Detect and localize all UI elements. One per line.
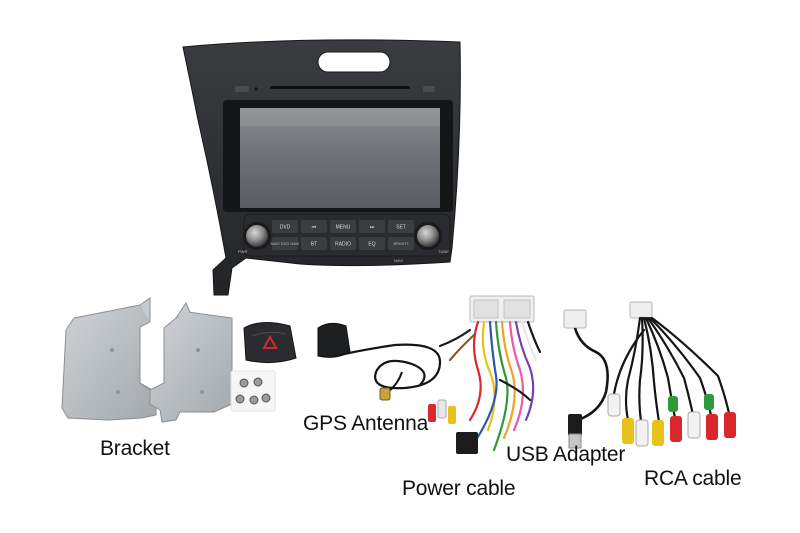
- screw: [239, 378, 249, 388]
- screw: [249, 395, 259, 405]
- panel-button: [272, 237, 298, 250]
- button-label-next: ⏭: [370, 225, 375, 231]
- rca-connector: [629, 301, 653, 319]
- rca-plug-red: [670, 416, 682, 442]
- power-rca-plugs: [428, 399, 456, 424]
- button-label-menu: MENU: [336, 225, 351, 231]
- caption-gps-antenna: GPS Antenna: [303, 412, 429, 435]
- bracket-left: [61, 297, 157, 421]
- rca-plug-green: [668, 396, 678, 412]
- rca-plug-red: [724, 412, 736, 438]
- bracket-hole: [196, 348, 200, 352]
- panel-button: [388, 220, 414, 233]
- rca-plug-white: [687, 411, 701, 439]
- caption-rca-cable: RCA cable: [644, 467, 742, 490]
- button-label-set: SET: [396, 225, 406, 231]
- rca-plug-green: [704, 394, 714, 410]
- rca-plug-white: [635, 419, 649, 447]
- screw: [261, 393, 271, 403]
- top-left-hole: [254, 87, 258, 91]
- usb-plug-body: [568, 414, 582, 436]
- panel-button: [359, 237, 385, 250]
- gps-antenna: [317, 322, 442, 401]
- label-pwr: PWR: [238, 249, 247, 254]
- hazard-button: [243, 322, 297, 364]
- usb-plug-metal: [568, 433, 582, 449]
- bracket-hole: [200, 390, 204, 394]
- top-left-button: [235, 86, 249, 92]
- rca-plug-yellow: [622, 418, 634, 444]
- label-tune: TUNE: [438, 249, 449, 254]
- button-label-radio: RADIO: [335, 242, 351, 248]
- button-label-navi-dvd: NAVI DVD NAVI: [271, 241, 300, 246]
- panel-button: [301, 220, 327, 233]
- button-grid: DVD ⏮ MENU ⏭ SET NAVI DVD NAVI BT RADIO …: [271, 220, 414, 250]
- screws: [230, 370, 276, 412]
- rca-plug-red: [706, 414, 718, 440]
- caption-bracket: Bracket: [100, 437, 170, 460]
- gps-connector: [379, 387, 391, 401]
- top-right-button: [423, 86, 435, 92]
- screw: [235, 394, 245, 404]
- power-harness-plug: [456, 432, 478, 454]
- button-label-prev: ⏮: [312, 225, 317, 231]
- button-label-bright: BRIGHT: [393, 241, 409, 246]
- bracket-right: [149, 301, 233, 423]
- button-label-bt: BT: [311, 242, 317, 248]
- bracket-hole: [110, 348, 114, 352]
- rca-plug-yellow: [652, 420, 664, 446]
- screen: [240, 108, 440, 208]
- screen-glare: [240, 108, 440, 126]
- screw: [253, 377, 263, 387]
- panel-button: [388, 237, 414, 250]
- handle-slot: [317, 51, 391, 73]
- panel-button: [359, 220, 385, 233]
- hazard-triangle-icon: [262, 334, 278, 349]
- power-cable: [428, 295, 542, 454]
- panel-button: [330, 220, 356, 233]
- rca-cable: [607, 301, 736, 447]
- tune-knob-face: [417, 225, 439, 247]
- volume-knob-face: [246, 225, 268, 247]
- rca-plugs: [607, 393, 736, 447]
- bracket-hole: [116, 390, 120, 394]
- usb-adapter: [563, 309, 609, 449]
- caption-power-cable: Power cable: [402, 477, 516, 500]
- panel-button: [272, 220, 298, 233]
- button-label-dvd: DVD: [280, 225, 291, 231]
- head-unit: DVD ⏮ MENU ⏭ SET NAVI DVD NAVI BT RADIO …: [182, 39, 461, 296]
- rca-plug-white: [607, 393, 621, 417]
- panel-button: [330, 237, 356, 250]
- gps-cable: [335, 343, 442, 390]
- label-navi: NAVI: [394, 258, 403, 263]
- panel-button: [301, 237, 327, 250]
- usb-adapter-connector: [563, 309, 587, 329]
- button-label-eq: EQ: [368, 242, 375, 248]
- caption-usb-adapter: USB Adapter: [506, 443, 626, 466]
- disc-slot: [270, 86, 410, 89]
